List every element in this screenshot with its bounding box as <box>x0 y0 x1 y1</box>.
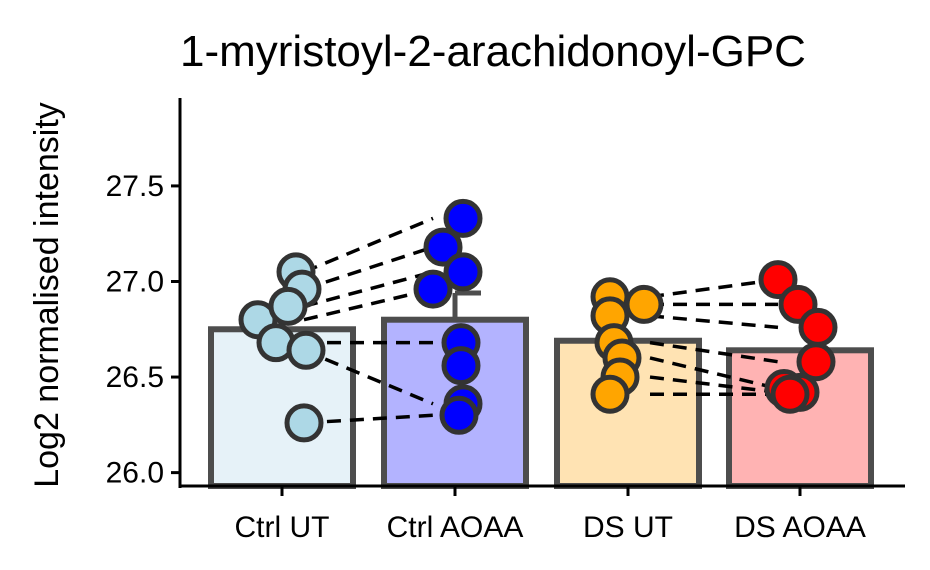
data-point <box>443 252 483 292</box>
data-point <box>796 342 836 382</box>
points-layer <box>238 198 838 443</box>
pair-line <box>303 245 434 291</box>
x-tick-label: Ctrl UT <box>235 511 330 544</box>
data-point <box>439 395 479 435</box>
data-point <box>286 330 326 370</box>
data-point <box>443 198 483 238</box>
data-point <box>758 260 798 300</box>
data-point <box>798 307 838 347</box>
pair-line <box>303 216 434 274</box>
bar <box>726 347 874 489</box>
x-tick-label: DS UT <box>583 511 673 544</box>
pair-line <box>303 287 434 322</box>
data-point <box>284 403 324 443</box>
error-bars-layer <box>452 290 481 320</box>
y-tick-label: 26.5 <box>106 361 164 394</box>
y-tick-label: 26.0 <box>106 457 164 490</box>
data-point <box>770 374 810 414</box>
pair-line <box>649 314 779 330</box>
pair-line <box>303 348 434 406</box>
y-axis-label: Log2 normalised intensity <box>28 102 66 488</box>
data-point <box>268 286 308 326</box>
pair-lines-layer <box>303 216 779 425</box>
data-point <box>441 346 481 386</box>
x-tick-label: Ctrl AOAA <box>387 511 524 544</box>
data-point <box>413 269 453 309</box>
data-point <box>624 284 664 324</box>
x-tick-label: DS AOAA <box>734 511 866 544</box>
data-point <box>590 374 630 414</box>
y-tick-label: 27.0 <box>106 265 164 298</box>
y-tick-label: 27.5 <box>106 170 164 203</box>
chart-title: 1-myristoyl-2-arachidonoyl-GPC <box>180 27 806 76</box>
data-point <box>423 227 463 267</box>
